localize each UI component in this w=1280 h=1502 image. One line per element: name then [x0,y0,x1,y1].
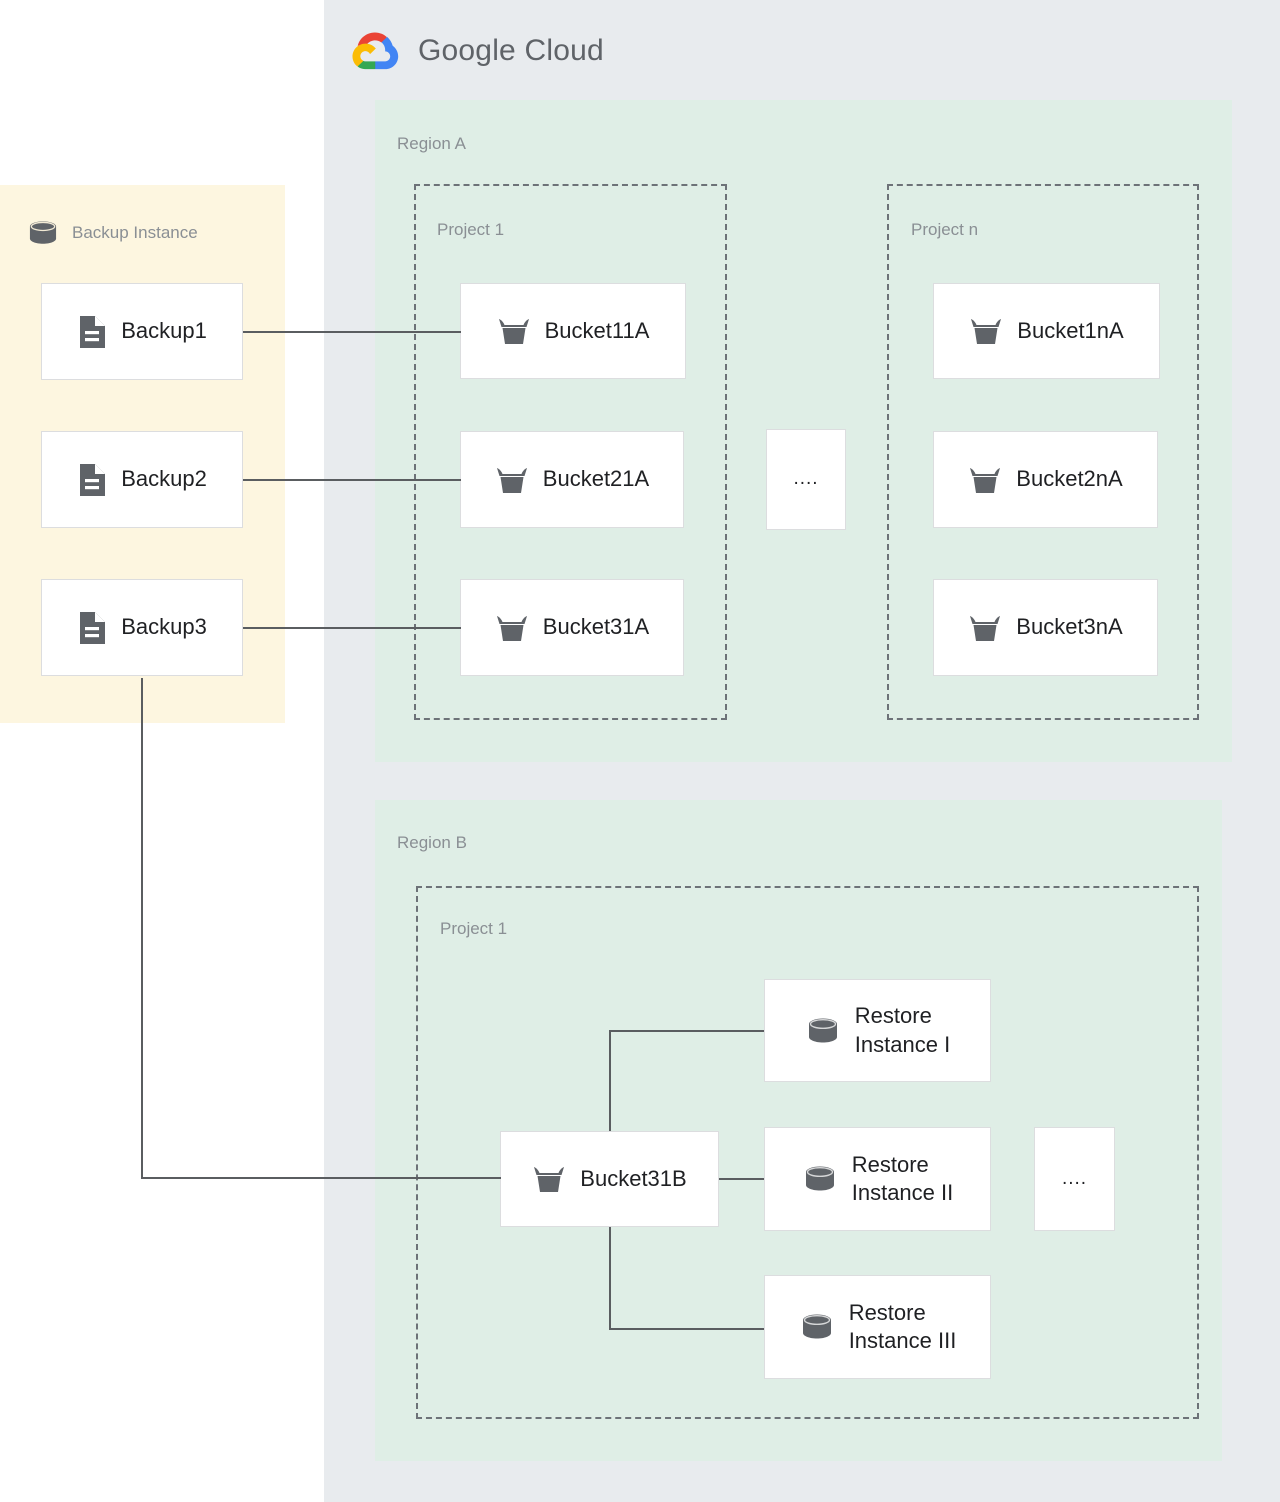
connector-backup3-down [141,678,143,1179]
google-cloud-logo-icon [352,32,399,70]
ellipsis-label: .... [1061,1167,1088,1189]
card-label: Backup3 [121,614,207,640]
card-bucket1na[interactable]: Bucket1nA [933,283,1160,379]
google-cloud-logo-text: Google Cloud [418,34,604,68]
card-label: Bucket31B [580,1165,687,1191]
connector-bucket31b-to-restore-3 [609,1328,765,1330]
card-ellipsis-region-b: .... [1034,1127,1115,1231]
connector-backup3-to-bucket31a [243,627,461,629]
card-label: Restore Instance II [851,1151,954,1205]
card-label: Bucket11A [544,317,650,343]
bucket-icon [971,319,1002,344]
ellipsis-label: .... [793,468,819,490]
region-a-project-n-label: Project n [911,220,979,239]
connector-backup3-to-bucket31b [141,1177,501,1179]
region-a-project-1-box [414,184,727,720]
card-restore-instance-1[interactable]: Restore Instance I [764,979,991,1082]
card-bucket21a[interactable]: Bucket21A [460,431,684,528]
bucket-icon [496,467,527,493]
database-icon [802,1314,831,1339]
card-label: Restore Instance I [854,1003,951,1057]
connector-backup2-to-bucket21a [243,479,461,481]
card-label: Restore Instance III [848,1299,957,1353]
card-label: Bucket21A [542,466,650,492]
card-label: Backup2 [121,466,207,492]
card-ellipsis-region-a: .... [766,429,846,530]
database-icon [808,1018,837,1042]
region-b-label: Region B [397,833,467,852]
document-icon [80,463,106,496]
card-label: Bucket3nA [1016,614,1123,640]
card-label: Bucket31A [542,614,650,640]
document-icon [80,315,106,348]
card-backup3[interactable]: Backup3 [41,579,243,676]
connector-bucket31b-to-restore-1 [609,1030,765,1032]
backup-instance-header: Backup Instance [26,219,198,247]
connector-bucket31b-to-restore-2 [718,1178,765,1180]
database-icon [29,221,57,244]
card-label: Bucket2nA [1016,466,1123,492]
google-cloud-logo: Google Cloud [352,28,604,74]
database-icon [805,1166,834,1191]
brand-name-bold: Google [418,34,516,67]
bucket-icon [498,319,529,344]
region-b-project-1-box [416,886,1199,1419]
card-restore-instance-2[interactable]: Restore Instance II [764,1127,991,1231]
card-restore-instance-3[interactable]: Restore Instance III [764,1275,991,1379]
card-backup1[interactable]: Backup1 [41,283,243,380]
region-b-project-1-label: Project 1 [440,919,508,938]
card-bucket2na[interactable]: Bucket2nA [933,431,1158,528]
region-a-project-1-label: Project 1 [437,220,505,239]
card-label: Backup1 [121,318,207,344]
bucket-icon [970,615,1001,641]
region-a-project-n-box [887,184,1199,720]
card-bucket31b[interactable]: Bucket31B [500,1131,719,1227]
document-icon [80,611,106,644]
card-label: Bucket1nA [1017,317,1124,343]
brand-name-light: Cloud [515,34,604,67]
bucket-icon [534,1167,565,1192]
region-a-label: Region A [397,134,466,153]
card-bucket3na[interactable]: Bucket3nA [933,579,1158,676]
card-bucket31a[interactable]: Bucket31A [460,579,684,676]
connector-backup1-to-bucket11a [243,331,461,333]
card-backup2[interactable]: Backup2 [41,431,243,528]
bucket-icon [496,615,527,641]
card-bucket11a[interactable]: Bucket11A [460,283,686,379]
bucket-icon [970,467,1001,493]
backup-instance-label: Backup Instance [72,223,198,242]
